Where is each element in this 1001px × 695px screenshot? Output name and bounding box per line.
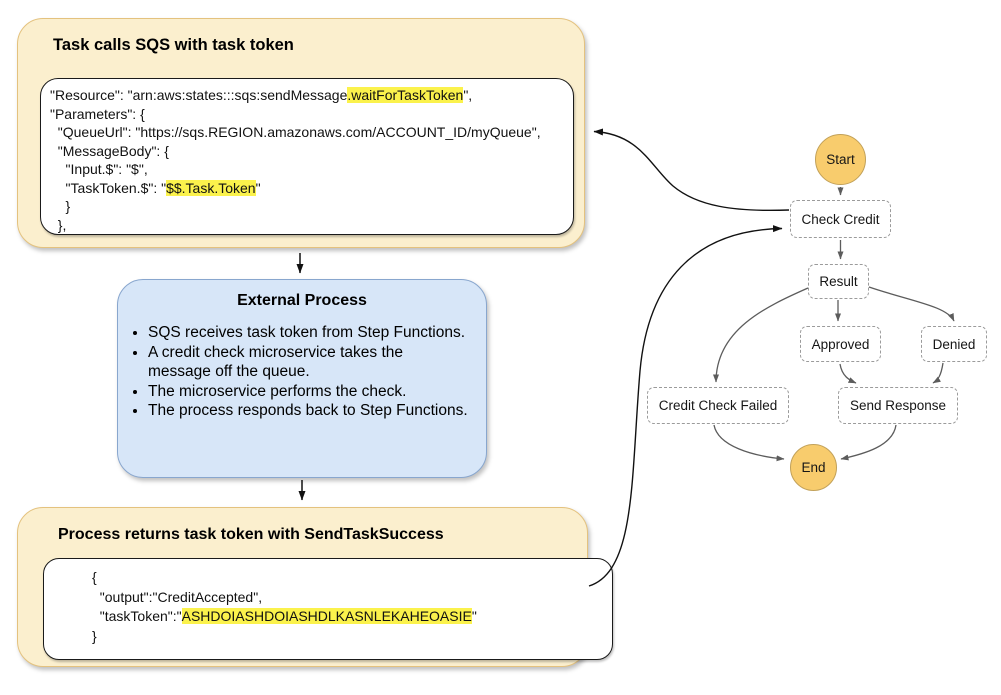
code-line: "output":"CreditAccepted", <box>92 588 263 605</box>
external-process-bullet-list: SQS receives task token from Step Functi… <box>118 323 486 421</box>
panel-send-task-success-title: Process returns task token with SendTask… <box>58 526 444 543</box>
bullet-item: The microservice performs the check. <box>148 382 468 402</box>
code-block-send-task-success: { "output":"CreditAccepted", "taskToken"… <box>43 558 613 660</box>
bullet-item: A credit check microservice takes the me… <box>148 343 468 382</box>
arrow-send-response-to-end <box>840 424 897 461</box>
bullet-item: The process responds back to Step Functi… <box>148 401 468 421</box>
state-node-approved: Approved <box>800 326 881 362</box>
code-line: { <box>92 569 97 585</box>
code-line: "taskToken":"ASHDOIASHDOIASHDLKASNLEKAHE… <box>92 608 477 624</box>
state-node-start: Start <box>815 134 866 185</box>
arrow-result-to-denied <box>868 286 955 322</box>
code-line: "Input.$": "$", <box>50 161 148 177</box>
code-line: "TaskToken.$": "$$.Task.Token" <box>50 179 261 196</box>
bullet-item: SQS receives task token from Step Functi… <box>148 323 468 343</box>
state-node-credit-check-failed: Credit Check Failed <box>647 387 789 424</box>
code-line: "Parameters": { <box>50 105 145 122</box>
highlighted-text: .waitForTaskToken <box>347 87 464 103</box>
panel-task-calls-title: Task calls SQS with task token <box>53 36 294 54</box>
panel-task-calls-sqs: Task calls SQS with task token "Resource… <box>17 18 585 248</box>
state-node-result: Result <box>808 264 869 299</box>
highlighted-text: ASHDOIASHDOIASHDLKASNLEKAHEOASIE <box>181 608 472 624</box>
state-node-denied: Denied <box>921 326 987 362</box>
panel-external-process-title: External Process <box>237 292 367 309</box>
code-line: "Resource": "arn:aws:states:::sqs:sendMe… <box>50 87 473 103</box>
panel-send-task-success: Process returns task token with SendTask… <box>17 507 613 667</box>
state-node-check-credit: Check Credit <box>790 200 891 238</box>
state-node-end: End <box>790 444 837 491</box>
state-node-send-response: Send Response <box>838 387 958 424</box>
arrow-credit-check-failed-to-end <box>713 424 785 462</box>
code-line: "MessageBody": { <box>50 142 169 159</box>
arrow-check-credit-to-panel1 <box>593 128 790 212</box>
highlighted-text: $$.Task.Token <box>166 179 256 196</box>
arrow-denied-to-send-response <box>932 362 944 384</box>
arrow-result-to-credit-check-failed <box>713 287 809 383</box>
code-line: }, <box>50 216 67 233</box>
code-line: } <box>92 627 97 644</box>
code-line: "QueueUrl": "https://sqs.REGION.amazonaw… <box>50 124 541 140</box>
arrow-approved-to-send-response <box>839 363 857 384</box>
code-line: } <box>50 198 71 214</box>
code-block-sqs-call: "Resource": "arn:aws:states:::sqs:sendMe… <box>40 78 574 235</box>
panel-external-process: External Process SQS receives task token… <box>117 279 487 478</box>
